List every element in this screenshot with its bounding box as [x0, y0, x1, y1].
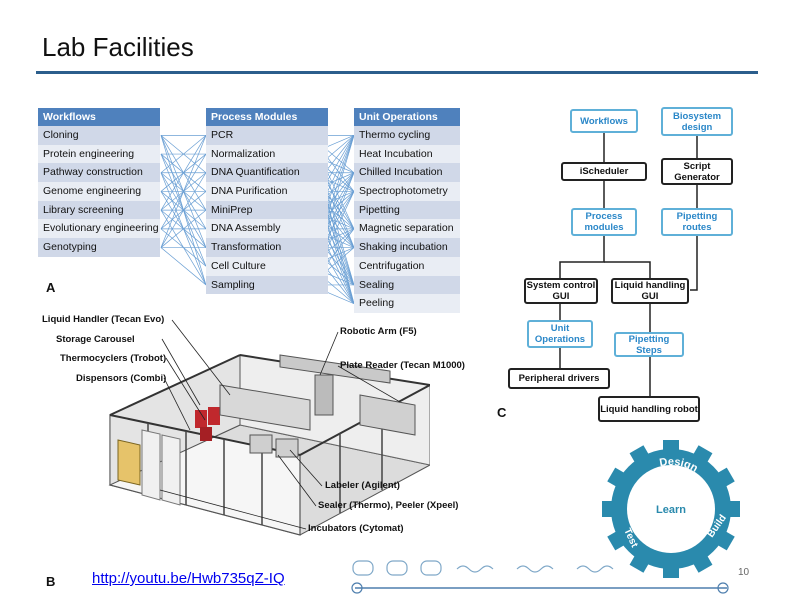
callout-sealer-peeler: Sealer (Thermo), Peeler (Xpeel) [318, 500, 459, 511]
callout-thermocyclers: Thermocyclers (Trobot) [60, 353, 167, 364]
callout-dispensors: Dispensors (Combi) [76, 373, 167, 384]
node-process-modules: Process modules [571, 208, 637, 236]
node-pipetting-routes: Pipetting routes [661, 208, 733, 236]
workflows-header: Workflows [38, 108, 160, 126]
node-peripheral-drivers: Peripheral drivers [508, 368, 610, 389]
node-system-control-gui: System control GUI [524, 278, 598, 304]
slide-title: Lab Facilities [42, 32, 194, 62]
node-ischeduler: iScheduler [561, 162, 647, 181]
node-workflows: Workflows [570, 109, 638, 133]
unit-operations-item: Chilled Incubation [354, 163, 460, 183]
callout-storage-carousel: Storage Carousel [56, 334, 135, 345]
workflows-item: Protein engineering [38, 144, 160, 164]
unit-operations-item: Centrifugation [354, 256, 460, 276]
cycle-learn-label: Learn [656, 504, 686, 516]
panel-c-label: C [497, 405, 507, 420]
unit-operations-item: Magnetic separation [354, 219, 460, 239]
unit-operations-item: Heat Incubation [354, 144, 460, 164]
node-script-generator: Script Generator [661, 158, 733, 185]
callout-incubators: Incubators (Cytomat) [308, 523, 404, 534]
callout-labeler: Labeler (Agilent) [325, 480, 400, 491]
workflows-item: Genotyping [38, 238, 160, 257]
unit-operations-item: Peeling [354, 294, 460, 313]
unit-operations-header: Unit Operations [354, 108, 460, 126]
callout-liquid-handler: Liquid Handler (Tecan Evo) [42, 314, 165, 325]
unit-operations-item: Spectrophotometry [354, 182, 460, 201]
connection-line [160, 135, 207, 211]
node-unit-operations: Unit Operations [527, 320, 593, 348]
callout-robotic-arm: Robotic Arm (F5) [340, 326, 417, 337]
design-build-test-learn-cycle: Design Build Test Learn [602, 440, 740, 578]
unit-operations-item: Thermo cycling [354, 126, 460, 145]
node-liquid-handling-robot: Liquid handling robot [598, 396, 700, 422]
process-modules-item: DNA Assembly [206, 219, 328, 239]
connection-line [160, 135, 207, 174]
page-number: 10 [738, 567, 750, 578]
process-modules-item: MiniPrep [206, 200, 328, 220]
node-biosystem-design: Biosystem design [661, 107, 733, 136]
workflows-item: Genome engineering [38, 182, 160, 201]
process-modules-item: Normalization [206, 144, 328, 164]
panel-a-label: A [46, 280, 56, 295]
unit-operations-item: Pipetting [354, 200, 460, 220]
node-liquid-handling-gui: Liquid handling GUI [611, 278, 689, 304]
process-modules-item: Sampling [206, 275, 328, 295]
callout-plate-reader: Plate Reader (Tecan M1000) [340, 360, 465, 371]
workflows-item: Pathway construction [38, 163, 160, 183]
video-link[interactable]: http://youtu.be/Hwb735qZ-IQ [92, 570, 285, 587]
process-modules-item: DNA Quantification [206, 163, 328, 183]
connection-line [160, 172, 207, 248]
workflows-item: Cloning [38, 126, 160, 145]
node-pipetting-steps: Pipetting Steps [614, 332, 684, 357]
process-modules-header: Process Modules [206, 108, 328, 126]
unit-operations-item: Shaking incubation [354, 238, 460, 257]
footer-decoration [351, 560, 729, 594]
process-modules-item: DNA Purification [206, 182, 328, 201]
process-modules-item: Transformation [206, 238, 328, 257]
connection-line [160, 209, 207, 248]
title-divider [36, 71, 758, 74]
process-modules-item: PCR [206, 126, 328, 145]
panel-b-label: B [46, 574, 56, 589]
connection-line [160, 247, 207, 286]
unit-operations-item: Sealing [354, 275, 460, 295]
workflows-item: Library screening [38, 200, 160, 220]
connection-line [160, 135, 207, 248]
workflows-item: Evolutionary engineering [38, 219, 160, 239]
process-modules-item: Cell Culture [206, 256, 328, 276]
